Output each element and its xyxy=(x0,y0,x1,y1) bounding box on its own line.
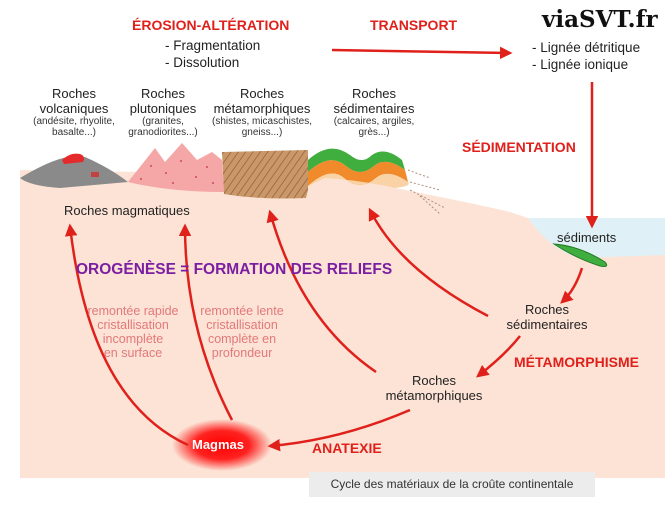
rock-type-metamorphiques: Roches métamorphiques (shistes, micaschi… xyxy=(211,86,313,138)
rock-type-sedimentaires: Roches sédimentaires (calcaires, argiles… xyxy=(333,86,415,138)
sediments-label: sédiments xyxy=(557,230,617,245)
sedimentation-label: SÉDIMENTATION xyxy=(462,139,576,155)
erosion-item-dissolution: - Dissolution xyxy=(165,55,240,70)
metamorphisme-label: MÉTAMORPHISME xyxy=(514,354,639,370)
sediment-lens xyxy=(552,243,608,267)
volcano-shape xyxy=(20,157,128,188)
fold-pale xyxy=(308,173,409,188)
arrow-metamorphisme xyxy=(476,335,521,378)
metamorphic-block xyxy=(222,150,308,199)
figure-caption: Cycle des matériaux de la croûte contine… xyxy=(309,472,595,497)
arrow-sed-to-uplift xyxy=(368,207,489,318)
roches-sedimentaires-label: Roches sédimentaires xyxy=(506,302,588,332)
remontee-rapide-label: remontée rapide cristallisation incomplè… xyxy=(87,304,179,360)
remontee-lente-label: remontée lente cristallisation complète … xyxy=(200,304,284,360)
continental-crust xyxy=(20,170,665,478)
rock-type-volcaniques: Roches volcaniques (andésite, rhyolite, … xyxy=(33,86,115,138)
arrow-remontee-lente xyxy=(178,223,234,421)
arrow-sediments-to-rocks xyxy=(560,267,584,304)
erosion-title: ÉROSION-ALTÉRATION xyxy=(132,17,290,33)
anatexie-label: ANATEXIE xyxy=(312,440,382,456)
plutonic-block xyxy=(128,143,224,192)
arrow-meta-to-uplift xyxy=(266,209,377,374)
roches-magmatiques-label: Roches magmatiques xyxy=(64,203,190,218)
transport-title: TRANSPORT xyxy=(370,17,458,33)
transport-item-detritique: - Lignée détritique xyxy=(532,40,641,55)
brand-logo: viaSVT.fr xyxy=(542,6,658,33)
magma-glow xyxy=(172,419,272,471)
fold-orange xyxy=(308,160,408,186)
lava-dome xyxy=(62,153,84,164)
roches-metamorphiques-label: Roches métamorphiques xyxy=(385,373,483,403)
orogenese-label: OROGÉNÈSE = FORMATION DES RELIEFS xyxy=(76,261,393,278)
rock-type-plutoniques: Roches plutoniques (granites, granodiori… xyxy=(128,86,198,138)
fold-green xyxy=(308,148,405,172)
arrow-remontee-rapide xyxy=(64,223,189,447)
arrow-anatexie xyxy=(267,408,411,452)
arrow-erosion-transport xyxy=(331,46,513,60)
erosion-item-fragmentation: - Fragmentation xyxy=(165,38,261,53)
magmas-label: Magmas xyxy=(192,437,245,452)
transport-item-ionique: - Lignée ionique xyxy=(532,57,629,72)
